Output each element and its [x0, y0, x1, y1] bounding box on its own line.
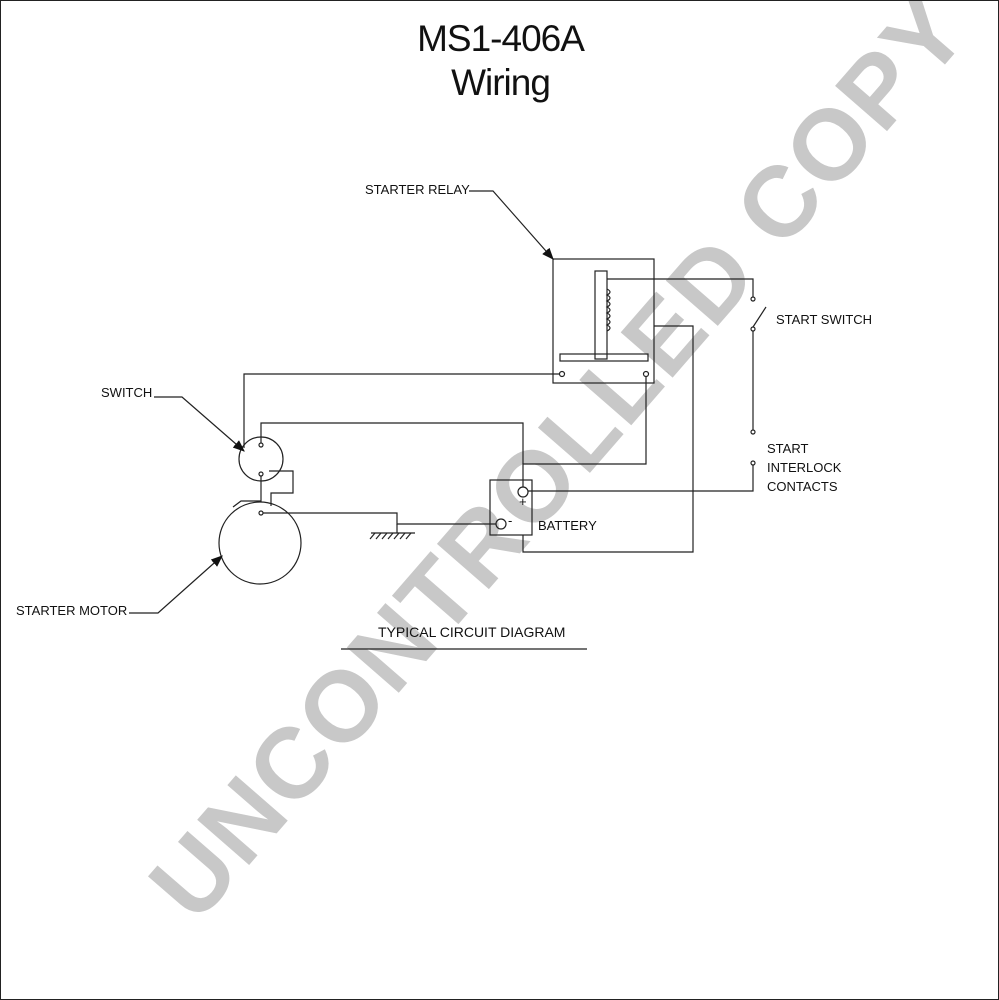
watermark-text: UNCONTROLLED COPY: [128, 1, 989, 940]
ground-symbol: [369, 532, 415, 540]
leader-lines: [129, 190, 554, 614]
battery-plus-label: +: [519, 494, 527, 509]
starter-motor: [218, 501, 302, 585]
start-interlock-contacts: [750, 429, 756, 466]
start-switch-label: START SWITCH: [776, 312, 872, 327]
start-interlock-label-2: INTERLOCK: [767, 460, 842, 475]
starter-relay-label: STARTER RELAY: [365, 182, 470, 197]
battery-label: BATTERY: [538, 518, 597, 533]
start-interlock-label-3: CONTACTS: [767, 479, 838, 494]
wires: [232, 278, 754, 553]
diagram-subtitle: Wiring: [451, 62, 551, 103]
switch: [238, 436, 284, 482]
start-interlock-label-1: START: [767, 441, 808, 456]
starter-motor-label: STARTER MOTOR: [16, 603, 127, 618]
diagram-title: MS1-406A: [417, 18, 585, 59]
diagram-caption: TYPICAL CIRCUIT DIAGRAM: [378, 624, 565, 640]
battery-minus-label: -: [508, 513, 512, 528]
switch-label: SWITCH: [101, 385, 152, 400]
